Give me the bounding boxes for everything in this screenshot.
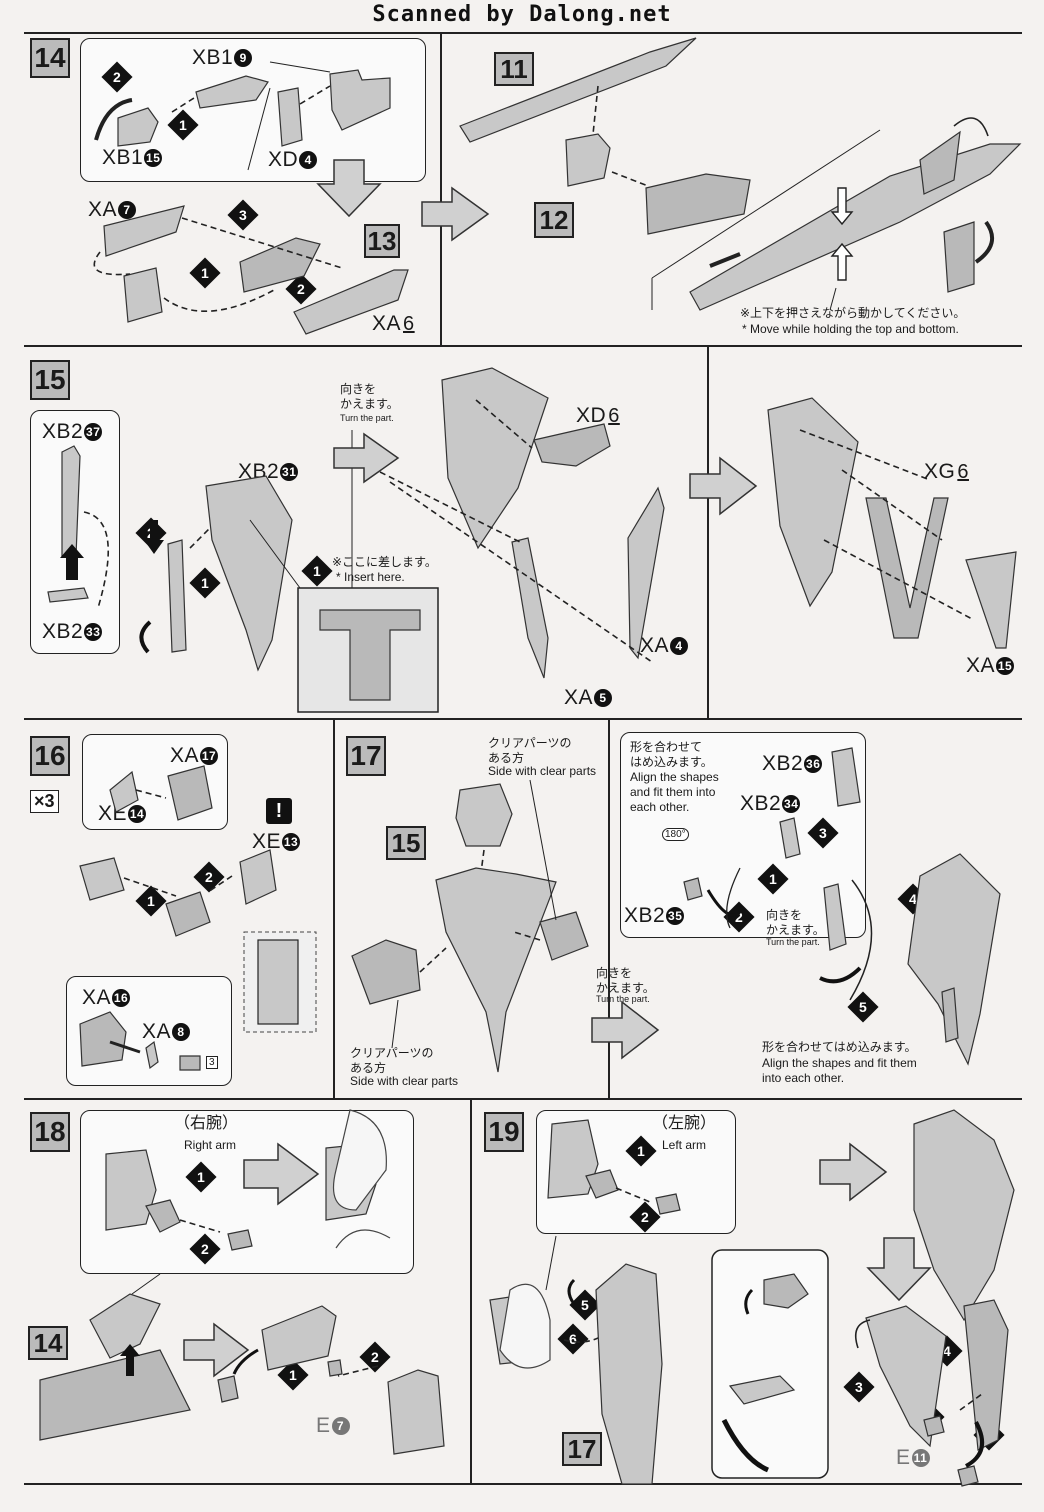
step-11-number: 11 bbox=[494, 52, 534, 86]
row4-col-divider bbox=[470, 1100, 472, 1483]
right-arm-jp: （右腕） bbox=[174, 1115, 239, 1132]
insert-note-en: * Insert here. bbox=[336, 570, 405, 584]
turn-note-en-17: Turn the part. bbox=[596, 994, 650, 1004]
clear-side-note-en-top: Side with clear parts bbox=[488, 764, 597, 778]
move-note-en: * Move while holding the top and bottom. bbox=[742, 322, 959, 336]
row3-col-divider-2 bbox=[608, 720, 610, 1098]
insert-note-jp: ※ここに差します。 bbox=[332, 555, 437, 569]
step-17-number: 17 bbox=[346, 736, 386, 776]
align-note-en-2: Align the shapes and fit them into each … bbox=[762, 1056, 917, 1085]
step-14-number: 14 bbox=[30, 38, 70, 78]
step-18-sub-14: 14 bbox=[28, 1326, 68, 1360]
step-12-number: 12 bbox=[534, 202, 574, 238]
row1-divider bbox=[24, 345, 1022, 347]
step-17-sub-15: 15 bbox=[386, 826, 426, 860]
clear-side-note-jp-bottom: クリアパーツの ある方 bbox=[350, 1046, 434, 1075]
clear-side-note-jp-top: クリアパーツの ある方 bbox=[488, 736, 572, 765]
left-arm-en: Left arm bbox=[662, 1138, 707, 1152]
step-19-number: 19 bbox=[484, 1112, 524, 1152]
row3-col-divider bbox=[333, 720, 335, 1098]
rotate-180-icon: 180° bbox=[662, 828, 689, 841]
left-arm-jp: （左腕） bbox=[652, 1115, 717, 1132]
scan-credit: Scanned by Dalong.net bbox=[372, 2, 672, 27]
repeat-count-badge: ×3 bbox=[30, 790, 59, 813]
row3-divider bbox=[24, 1098, 1022, 1100]
row2-col-divider bbox=[707, 347, 709, 718]
clear-side-note-en-bottom: Side with clear parts bbox=[350, 1074, 459, 1088]
step-18-number: 18 bbox=[30, 1112, 70, 1152]
page-bottom-rule bbox=[24, 1483, 1022, 1485]
caution-icon: ! bbox=[266, 798, 292, 824]
row2-divider bbox=[24, 718, 1022, 720]
turn-note-jp-15: 向きを かえます。 bbox=[340, 382, 399, 411]
step-19-sub-17: 17 bbox=[562, 1432, 602, 1466]
step-13-number: 13 bbox=[364, 224, 400, 258]
turn-note-jp-17b: 向きを かえます。 bbox=[766, 908, 825, 937]
align-note-jp-2: 形を合わせてはめ込みます。 bbox=[762, 1040, 917, 1054]
right-arm-en: Right arm bbox=[184, 1138, 237, 1152]
turn-note-en-15: Turn the part. bbox=[340, 413, 394, 423]
turn-note-en-17b: Turn the part. bbox=[766, 937, 820, 947]
align-note-en: Align the shapes and fit them into each … bbox=[630, 770, 719, 814]
step-15-number: 15 bbox=[30, 360, 70, 400]
step-16-number: 16 bbox=[30, 736, 70, 776]
move-note-jp: ※上下を押さえながら動かしてください。 bbox=[740, 306, 966, 320]
row1-col-divider bbox=[440, 32, 442, 345]
turn-note-jp-17: 向きを かえます。 bbox=[596, 966, 655, 995]
page-top-rule bbox=[24, 32, 1022, 34]
decal-number-box: 3 bbox=[206, 1056, 218, 1069]
align-note-jp: 形を合わせて はめ込みます。 bbox=[630, 740, 713, 769]
